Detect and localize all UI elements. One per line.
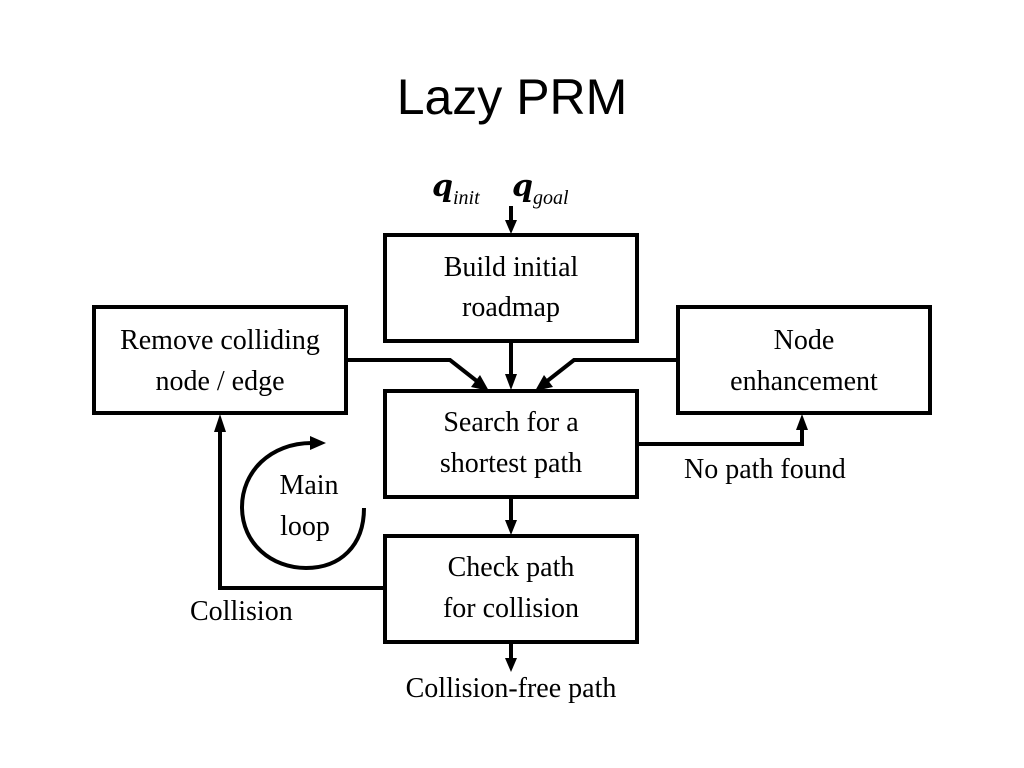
- label-collision-free-path: Collision-free path: [406, 673, 617, 704]
- label-no-path-found: No path found: [684, 454, 846, 485]
- q-init-symbol: q: [432, 169, 453, 204]
- q-goal-subscript: goal: [533, 187, 569, 209]
- search-line-1: Search for a: [443, 407, 579, 438]
- node-check-collision: Check path for collision: [383, 534, 639, 644]
- check-line-1: Check path: [448, 552, 575, 583]
- remove-line-2: node / edge: [155, 366, 284, 397]
- build-line-1: Build initial: [444, 252, 579, 283]
- build-line-2: roadmap: [462, 292, 560, 323]
- q-goal-symbol: q: [512, 169, 533, 204]
- arrow-check-to-remove: [214, 414, 385, 590]
- input-q-init: q init: [432, 169, 480, 209]
- arrow-search-to-enhancement: [637, 414, 808, 446]
- enhance-line-2: enhancement: [730, 366, 878, 397]
- node-enhancement: Node enhancement: [676, 305, 932, 415]
- arrow-input-to-build: [505, 206, 517, 234]
- search-line-2: shortest path: [440, 448, 582, 479]
- input-q-goal: q goal: [512, 169, 569, 209]
- enhance-line-1: Node: [774, 325, 835, 356]
- node-remove-colliding: Remove colliding node / edge: [92, 305, 348, 415]
- node-build-roadmap: Build initial roadmap: [383, 233, 639, 343]
- slide-title: Lazy PRM: [396, 69, 628, 125]
- arrow-remove-to-search: [346, 358, 489, 391]
- main-loop-indicator: Main loop: [239, 436, 366, 571]
- main-loop-line-2: loop: [280, 511, 330, 542]
- node-search-path: Search for a shortest path: [383, 389, 639, 499]
- main-loop-arrowhead: [310, 436, 326, 450]
- label-collision: Collision: [190, 596, 293, 627]
- arrow-build-to-search: [505, 341, 517, 390]
- remove-line-1: Remove colliding: [120, 325, 320, 356]
- q-init-subscript: init: [453, 187, 480, 209]
- check-line-2: for collision: [443, 593, 579, 624]
- arrow-search-to-check: [505, 497, 517, 535]
- arrow-check-to-output: [505, 642, 517, 672]
- main-loop-line-1: Main: [279, 470, 338, 501]
- arrow-enhancement-to-search: [535, 358, 678, 391]
